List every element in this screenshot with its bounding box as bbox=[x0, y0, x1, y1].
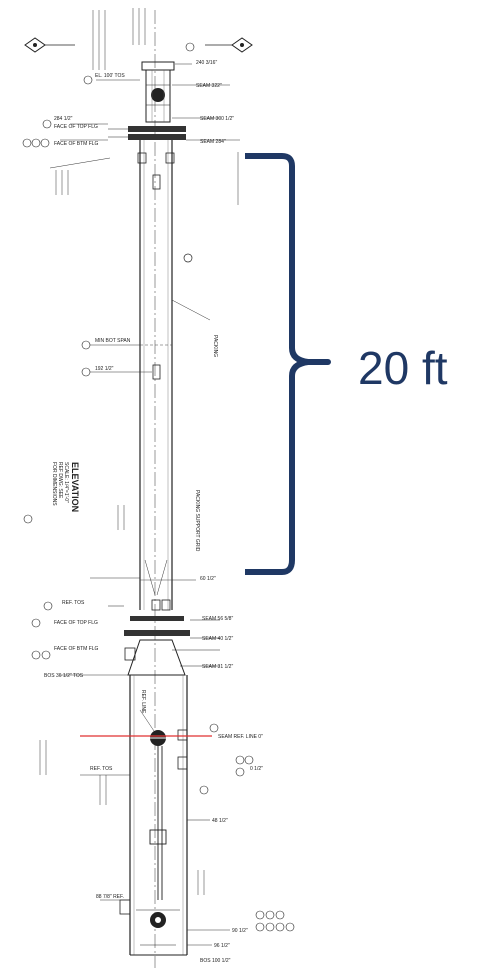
callout-text-6: FACE OF TOP FLG bbox=[54, 124, 98, 130]
callout-text-4: SEAM 284" bbox=[200, 139, 226, 145]
elevation-ref: REF DWG: SEE bbox=[57, 462, 63, 499]
callout-bubbles bbox=[22, 42, 295, 932]
callout-text-17: FACE OF TOP FLG bbox=[54, 620, 98, 626]
callout-text-19: REF. TOS bbox=[62, 600, 85, 606]
upper-shell bbox=[137, 140, 211, 611]
callout-text-12: 192 1/2" bbox=[95, 366, 114, 372]
dimension-label: 20 ft bbox=[358, 342, 448, 394]
callout-text-14: SEAM 56 5/8" bbox=[202, 616, 233, 622]
callout-text-24: 90 1/2" bbox=[232, 928, 248, 934]
transition-cone bbox=[124, 639, 220, 676]
callout-text-20: SEAM REF. LINE 0" bbox=[218, 734, 263, 740]
callout-text-21: 0 1/2" bbox=[250, 766, 263, 772]
elevation-scale: SCALE: 1/4"=1'-0" bbox=[63, 462, 69, 503]
elevation-note: FOR DIMENSIONS bbox=[51, 462, 57, 506]
side-note-symbols bbox=[39, 152, 239, 895]
elevation-title: ELEVATION bbox=[70, 462, 80, 512]
callout-text-8: EL. 100' TOS bbox=[95, 73, 125, 79]
callout-text-28: BOS 36 1/2" TOS bbox=[44, 673, 84, 679]
callout-text-25: 96 1/2" bbox=[214, 943, 230, 949]
callout-text-1: 240 3/16" bbox=[196, 60, 217, 66]
callout-text-3: SEAM 300 1/2" bbox=[200, 116, 234, 122]
callout-text-22: 48 1/2" bbox=[212, 818, 228, 824]
callout-text-13: 60 1/2" bbox=[200, 576, 216, 582]
callout-text-23: 88 7/8" REF. bbox=[96, 894, 124, 900]
middle-flanges bbox=[108, 605, 220, 639]
callout-text-7: FACE OF BTM FLG bbox=[54, 141, 99, 147]
callout-text-15: SEAM 40 1/2" bbox=[202, 636, 233, 642]
leader-lines bbox=[49, 63, 240, 946]
callout-text-packing: PACKING bbox=[212, 335, 218, 357]
callout-text-16: SEAM 31 1/2" bbox=[202, 664, 233, 670]
callout-text-5: 284 1/2" bbox=[54, 116, 73, 122]
callout-text-29: REF. LINE bbox=[140, 690, 146, 714]
elevation-title-block: ELEVATION SCALE: 1/4"=1'-0" REF DWG: SEE… bbox=[51, 462, 80, 512]
dimension-bracket bbox=[245, 153, 331, 575]
lower-shell bbox=[119, 675, 210, 956]
top-vertical-notes bbox=[92, 8, 146, 70]
top-head-assembly bbox=[141, 61, 175, 123]
top-flange bbox=[108, 126, 186, 140]
top-left-marker bbox=[24, 37, 75, 53]
callout-text-18: FACE OF BTM FLG bbox=[54, 646, 99, 652]
callout-text-2: SEAM 322" bbox=[196, 83, 222, 89]
callout-text-26: BOS 100 1/2" bbox=[200, 958, 231, 964]
callout-text-27: REF. TOS bbox=[90, 766, 113, 772]
top-right-marker bbox=[205, 37, 253, 53]
callout-text-9: MIN BOT SPAN bbox=[95, 338, 131, 344]
callout-text-grid: PACKING SUPPORT GRID bbox=[194, 490, 200, 552]
